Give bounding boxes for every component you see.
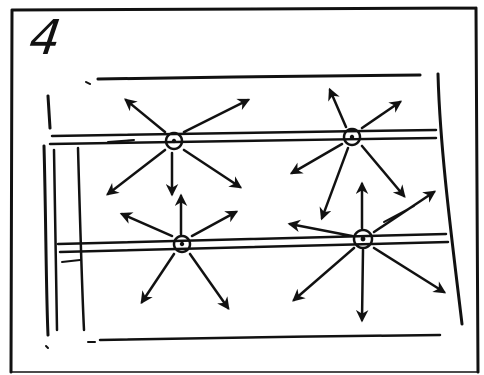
node-bottom-right bbox=[287, 181, 447, 323]
panel-frame bbox=[9, 6, 480, 374]
rail-lines bbox=[48, 128, 450, 263]
board-outline bbox=[42, 72, 464, 349]
node-bottom-left bbox=[119, 193, 239, 311]
node-top-left bbox=[106, 98, 251, 197]
node-top-right bbox=[289, 87, 406, 221]
